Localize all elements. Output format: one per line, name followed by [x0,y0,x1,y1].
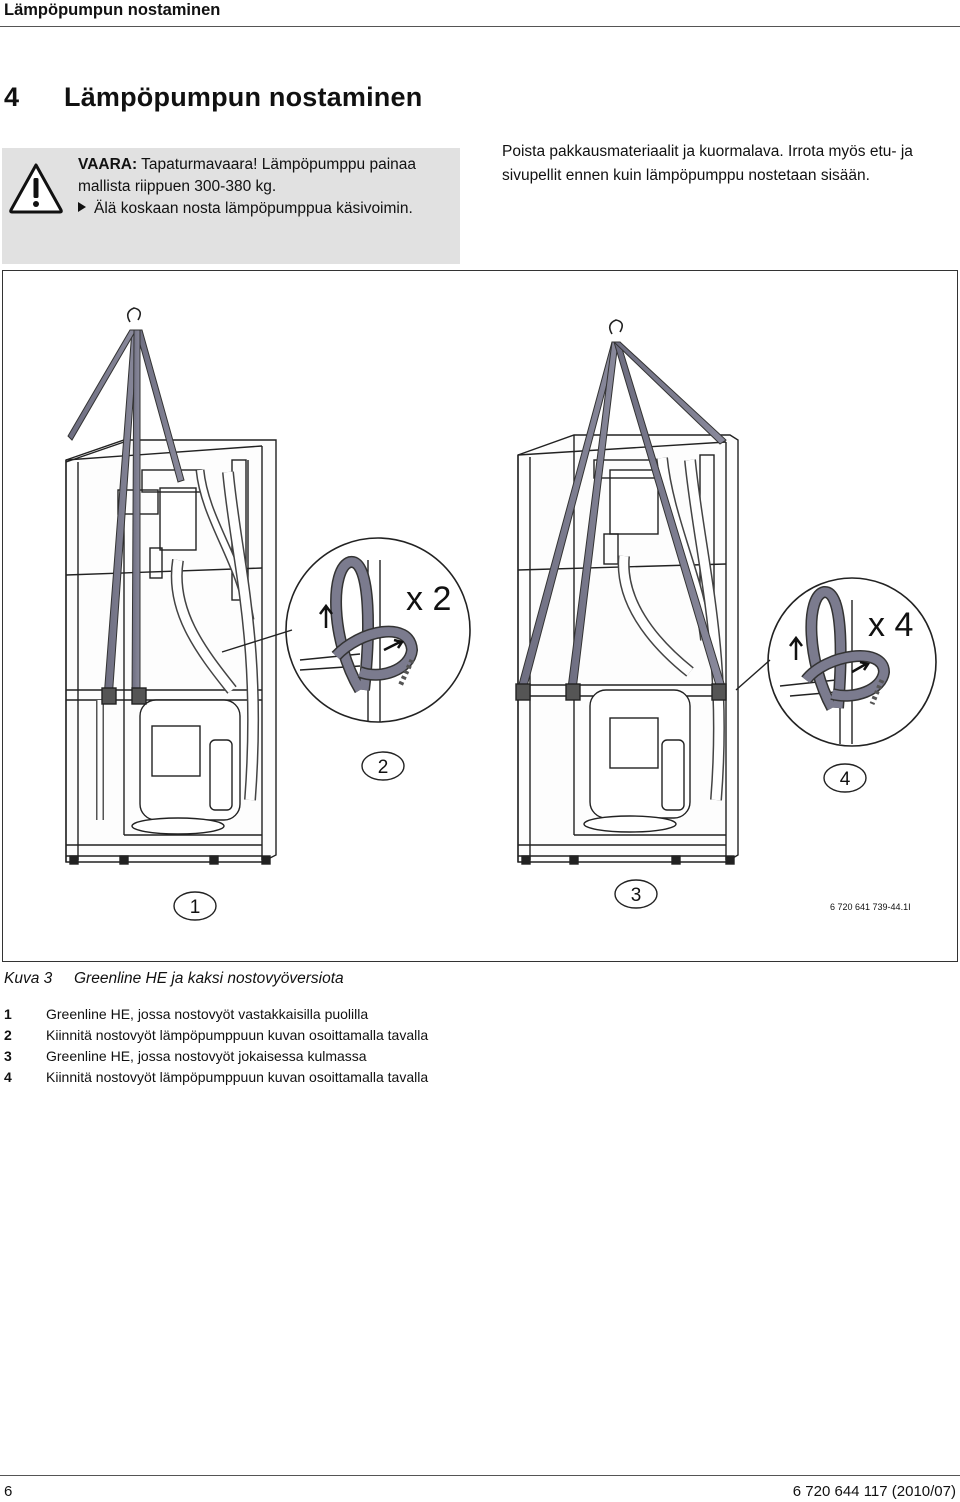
multiplier-x2: x 2 [406,580,451,618]
callout-3-label: 3 [631,885,642,906]
danger-warning-box: VAARA: Tapaturmavaara! Lämpöpumppu paina… [2,148,460,264]
section-title-text: Lämpöpumpun nostaminen [64,82,423,112]
caption-text: Greenline HE ja kaksi nostovyöversiota [74,970,344,987]
section-number: 4 [4,82,20,112]
figure-code: 6 720 641 739-44.1I [830,902,911,912]
legend-number: 3 [4,1048,12,1064]
legend-text: Greenline HE, jossa nostovyöt vastakkais… [46,1006,369,1022]
legend-number: 4 [4,1069,12,1085]
intro-paragraph: Poista pakkausmateriaalit ja kuormalava.… [502,143,913,184]
warning-text: VAARA: Tapaturmavaara! Lämpöpumppu paina… [78,154,448,220]
heat-pump-unit-1 [65,307,277,865]
multiplier-x4: x 4 [868,606,913,644]
callout-3: 3 [614,879,658,909]
figure-legend: 1 Greenline HE, jossa nostovyöt vastakkai… [4,1004,524,1088]
legend-item: 2 Kiinnitä nostovyöt lämpöpumppuun kuvan … [4,1025,524,1046]
legend-item: 1 Greenline HE, jossa nostovyöt vastakkai… [4,1004,524,1025]
figure-caption: Kuva 3 Greenline HE ja kaksi nostovyövers… [4,970,344,988]
caption-label: Kuva 3 [4,970,53,987]
section-heading: 4 Lämpöpumpun nostaminen [4,82,422,113]
footer-divider [0,1475,960,1476]
callout-1: 1 [173,891,217,921]
legend-text: Greenline HE, jossa nostovyöt jokaisessa… [46,1048,367,1064]
callout-2-label: 2 [378,757,389,778]
bullet-triangle-icon [78,202,86,212]
legend-item: 4 Kiinnitä nostovyöt lämpöpumppuun kuvan … [4,1067,524,1088]
callout-4-label: 4 [840,769,851,790]
callout-1-label: 1 [190,897,201,918]
legend-item: 3 Greenline HE, jossa nostovyöt jokaisess… [4,1046,524,1067]
heat-pump-unit-3 [515,319,739,865]
legend-text: Kiinnitä nostovyöt lämpöpumppuun kuvan o… [46,1027,429,1043]
detail-circle-4 [735,577,937,747]
callout-4: 4 [823,763,867,793]
warning-triangle-icon [9,163,63,214]
legend-number: 1 [4,1006,12,1022]
callout-2: 2 [361,751,405,781]
legend-text: Kiinnitä nostovyöt lämpöpumppuun kuvan o… [46,1069,429,1085]
warning-bullet: Älä koskaan nosta lämpöpumppua käsivoimi… [94,200,413,217]
header-divider [0,26,960,27]
running-header: Lämpöpumpun nostaminen [4,1,221,19]
page-number: 6 [4,1483,13,1500]
figure-frame [2,270,958,962]
warning-label: VAARA: [78,156,138,173]
document-id: 6 720 644 117 (2010/07) [792,1483,956,1500]
warning-message: Tapaturmavaara! Lämpöpumppu painaa malli… [78,156,417,195]
legend-number: 2 [4,1027,12,1043]
detail-circle-2 [221,537,471,723]
